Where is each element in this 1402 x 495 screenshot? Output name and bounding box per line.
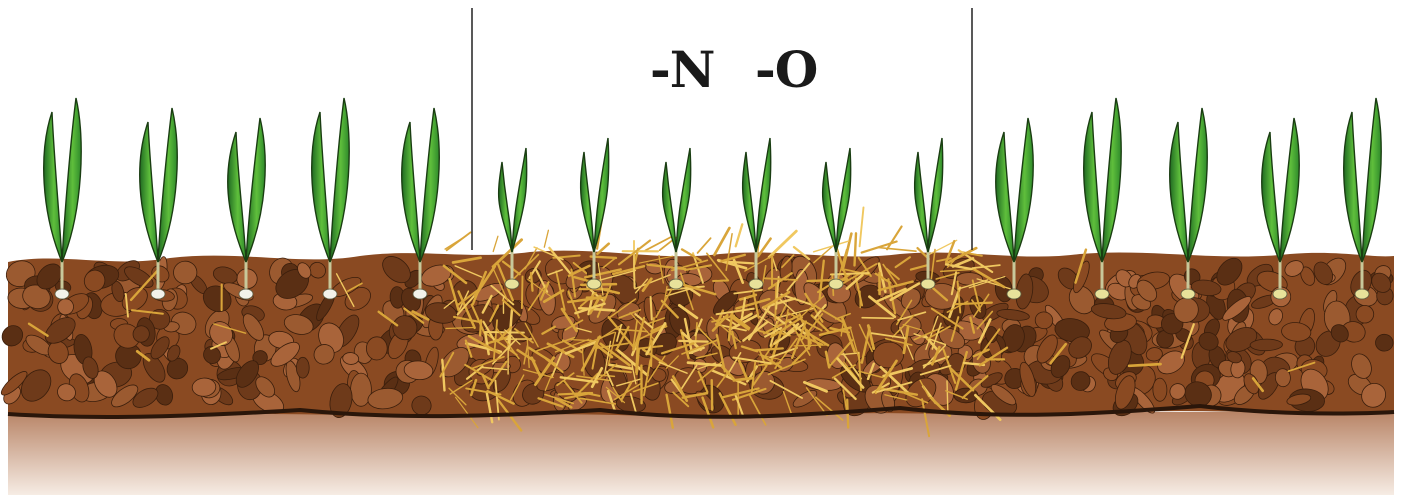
straw-piece <box>814 241 849 252</box>
seed <box>587 279 601 289</box>
straw-piece <box>947 381 948 414</box>
seedling-leaf <box>1280 118 1299 262</box>
seedling-leaf <box>1188 108 1207 262</box>
seedling-leaf <box>330 98 349 262</box>
seedling-leaf <box>312 112 330 262</box>
seedling-leaf <box>581 152 594 252</box>
seedling-leaf <box>1014 118 1033 262</box>
seedling-leaf <box>1084 112 1102 262</box>
straw-piece <box>493 236 498 251</box>
seed <box>505 279 519 289</box>
straw-piece <box>651 297 652 319</box>
straw-piece <box>713 280 728 281</box>
seed <box>669 279 683 289</box>
seedling-leaf <box>915 152 928 252</box>
seedling-leaf <box>928 138 943 252</box>
straw-piece <box>860 207 864 246</box>
straw-piece <box>447 232 471 250</box>
seed <box>55 289 69 299</box>
straw-piece <box>855 233 857 265</box>
soil-clod <box>366 337 387 361</box>
seed <box>829 279 843 289</box>
seedling-leaf <box>44 112 62 262</box>
straw-piece <box>522 276 523 308</box>
seed <box>323 289 337 299</box>
soil-clod <box>296 357 309 378</box>
seedling-leaf <box>594 138 609 252</box>
seedling-leaf <box>996 132 1014 262</box>
seedling-leaf <box>512 148 527 252</box>
soil-clod <box>1250 339 1283 351</box>
seedling-leaf <box>246 118 265 262</box>
seed <box>1273 289 1287 299</box>
straw-piece <box>878 248 916 252</box>
seedling-leaf <box>836 148 851 252</box>
seedling-leaf <box>140 122 158 262</box>
soil-clod <box>1375 334 1393 351</box>
seed <box>151 289 165 299</box>
seedling-leaf <box>62 98 81 262</box>
seedling-leaf <box>228 132 246 262</box>
straw-piece <box>714 228 729 255</box>
straw-piece <box>1129 364 1161 366</box>
seed <box>1007 289 1021 299</box>
label-minus-o: -O <box>755 42 817 98</box>
subsoil-layer <box>8 412 1394 495</box>
straw-piece <box>634 269 635 288</box>
seedling-leaf <box>1170 122 1188 262</box>
seedling-leaf <box>1362 98 1381 262</box>
soil-clod <box>1153 378 1167 401</box>
straw-piece <box>862 318 893 319</box>
seedling-leaf <box>823 162 836 252</box>
seedling-leaf <box>756 138 771 252</box>
straw-piece <box>651 341 652 367</box>
seed <box>413 289 427 299</box>
seedling-leaf <box>499 162 512 252</box>
seed <box>1181 289 1195 299</box>
seedling-leaf <box>402 122 420 262</box>
straw-piece <box>862 242 897 253</box>
seed <box>1355 289 1369 299</box>
seedling-leaf <box>1262 132 1280 262</box>
seedling-leaf <box>743 152 756 252</box>
straw-piece <box>887 227 902 250</box>
seed <box>921 279 935 289</box>
seedling-leaf <box>676 148 691 252</box>
seedling-leaf <box>1344 112 1362 262</box>
label-minus-n: -N <box>650 42 714 98</box>
seedling-leaf <box>158 108 177 262</box>
seedling-leaf <box>1102 98 1121 262</box>
seed <box>1095 289 1109 299</box>
straw-piece <box>736 224 743 246</box>
straw-piece <box>544 230 548 247</box>
straw-piece <box>698 238 711 253</box>
seed <box>749 279 763 289</box>
seedling-leaf <box>420 108 439 262</box>
straw-piece <box>712 380 713 410</box>
seed <box>239 289 253 299</box>
